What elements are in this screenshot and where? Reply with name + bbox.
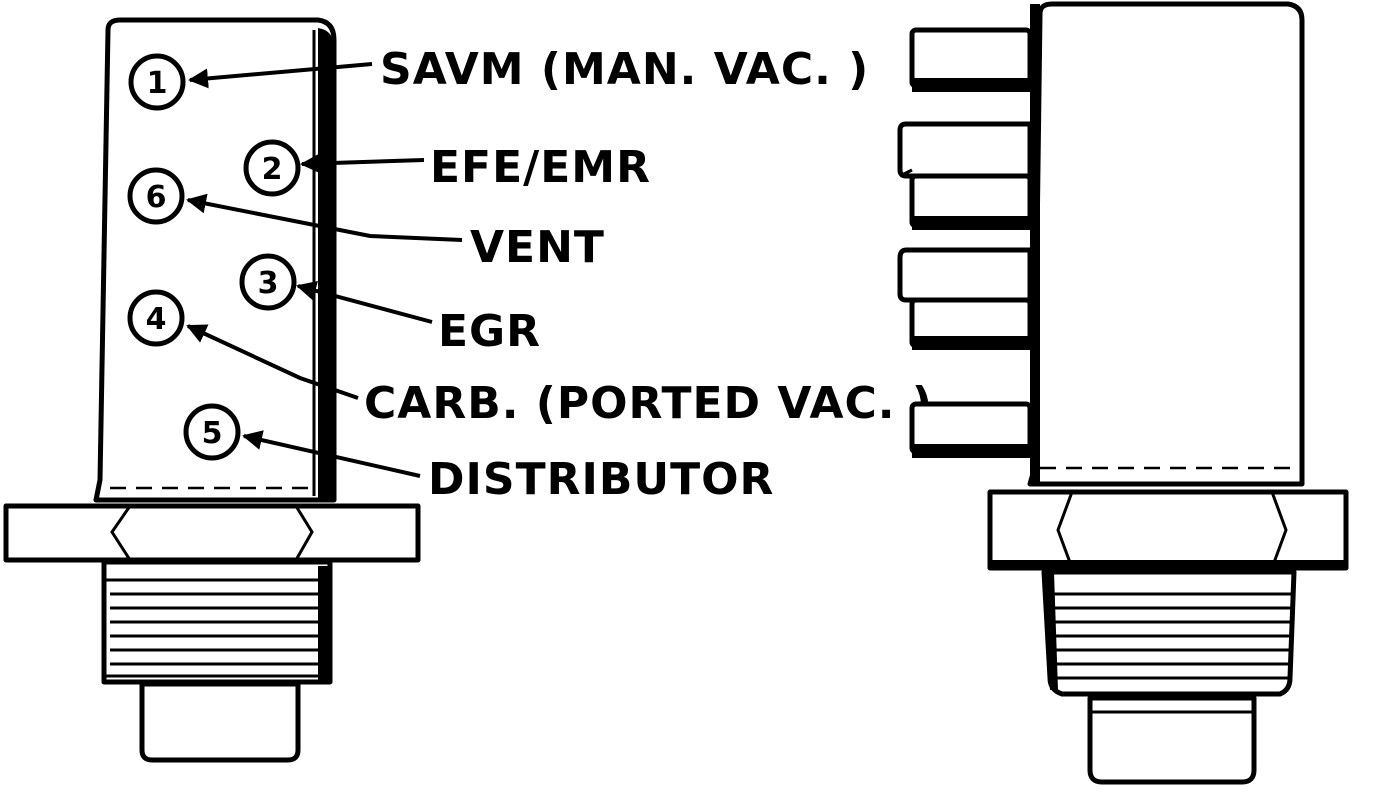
port-callouts: 1 SAVM (MAN. VAC. ) 2 EFE/EMR 6 VENT 3 E… bbox=[127, 44, 933, 505]
port-6-callout: 6 VENT bbox=[127, 167, 605, 273]
port-1-number: 1 bbox=[147, 66, 168, 101]
port-1-callout: 1 SAVM (MAN. VAC. ) bbox=[128, 44, 869, 111]
switch-front-view bbox=[3, 17, 421, 763]
port-6-label: VENT bbox=[470, 222, 605, 273]
hex-nut-front bbox=[3, 503, 421, 563]
probe-tip-side bbox=[1087, 695, 1257, 785]
hex-nut-side bbox=[987, 489, 1349, 571]
threaded-stem-front bbox=[101, 559, 333, 685]
port-1-label: SAVM (MAN. VAC. ) bbox=[380, 44, 869, 95]
port-2-label: EFE/EMR bbox=[430, 142, 651, 193]
port-3-label: EGR bbox=[438, 306, 541, 357]
port-5-label: DISTRIBUTOR bbox=[428, 454, 774, 505]
port-4-callout: 4 CARB. (PORTED VAC. ) bbox=[127, 289, 933, 429]
probe-tip-front bbox=[139, 681, 301, 763]
switch-side-view bbox=[897, 1, 1349, 785]
port-nipples-side bbox=[897, 27, 1033, 458]
port-5-callout: 5 DISTRIBUTOR bbox=[183, 403, 774, 505]
port-2-callout: 2 EFE/EMR bbox=[243, 139, 651, 197]
port-2-number: 2 bbox=[262, 152, 283, 187]
port-6-number: 6 bbox=[146, 180, 167, 215]
threaded-stem-side bbox=[1041, 569, 1297, 697]
port-4-label: CARB. (PORTED VAC. ) bbox=[364, 378, 933, 429]
port-3-callout: 3 EGR bbox=[239, 253, 541, 357]
port-4-number: 4 bbox=[146, 302, 167, 337]
port-3-number: 3 bbox=[258, 266, 279, 301]
port-5-number: 5 bbox=[202, 416, 223, 451]
